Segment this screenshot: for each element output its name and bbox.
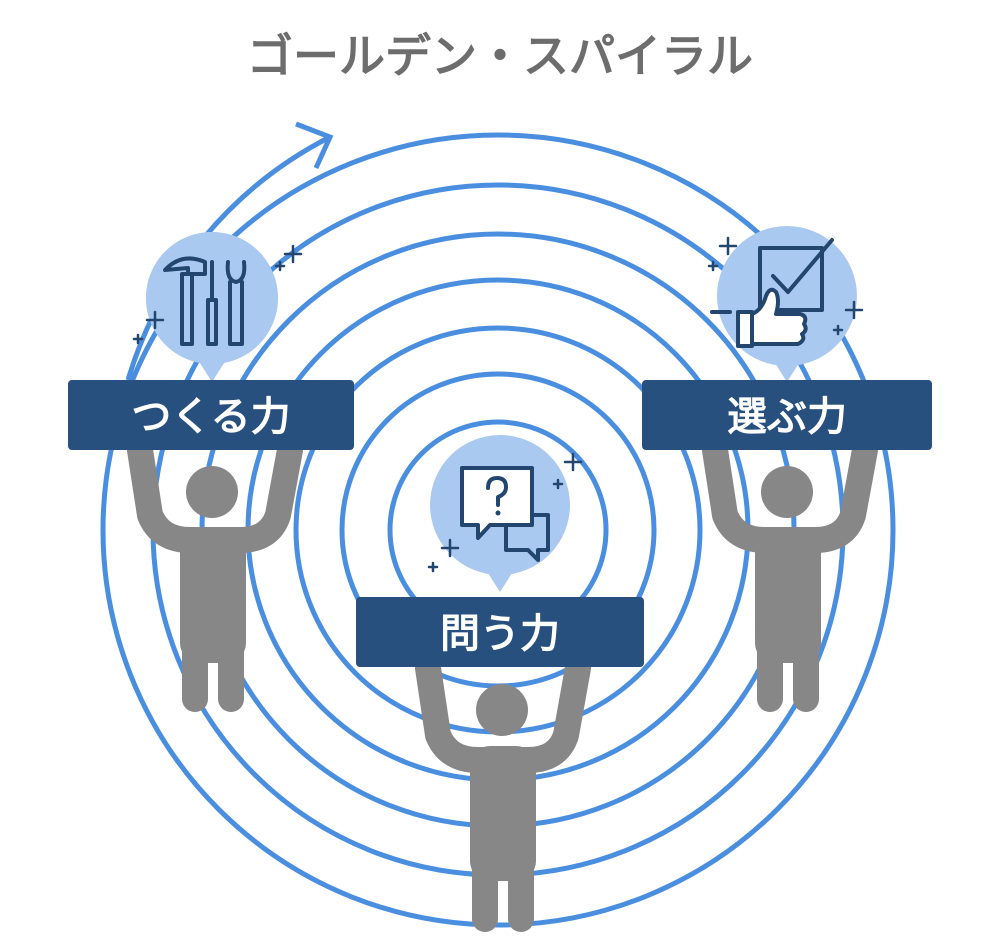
question-chat-icon: [460, 466, 550, 562]
person-head: [761, 466, 813, 518]
person-left-leg: [182, 620, 208, 712]
person-left-leg: [472, 840, 498, 932]
checkbox-thumbsup-icon: [710, 238, 834, 348]
role-label-box: [356, 597, 644, 667]
sparkle-icon: [844, 300, 864, 320]
diagram-title: ゴールデン・スパイラル: [247, 29, 753, 83]
sparkle-icon: [440, 538, 460, 558]
role-erabu: 選ぶ力: [642, 226, 932, 712]
sparkle-icon: [832, 324, 844, 336]
role-label: 問う力: [440, 611, 560, 657]
person-right-leg: [793, 620, 819, 712]
role-label: つくる力: [131, 394, 290, 440]
person-left-leg: [757, 620, 783, 712]
sparkle-icon: [552, 478, 564, 490]
sparkle-icon: [718, 236, 738, 256]
sparkle-icon: [563, 452, 583, 472]
icon-bubble-tail: [486, 570, 514, 592]
sparkle-icon: [707, 260, 719, 272]
sparkle-icon: [132, 333, 144, 345]
role-label-box: [68, 380, 354, 450]
person-head: [476, 684, 528, 736]
sparkle-icon: [274, 260, 286, 272]
sparkle-icon: [145, 310, 165, 330]
icon-bubble-tail: [773, 360, 801, 382]
sparkle-icon: [283, 244, 303, 264]
spiral-ring-1: [100, 132, 896, 928]
role-label: 選ぶ力: [727, 394, 847, 440]
role-tou: 問う力: [356, 435, 644, 932]
person-head: [186, 466, 238, 518]
tools-icon: [163, 256, 247, 346]
sparkle-icon: [427, 561, 439, 573]
role-tsukuru: つくる力: [68, 232, 354, 712]
role-label-box: [642, 380, 932, 450]
person-right-leg: [218, 620, 244, 712]
spiral-arrowhead-icon: [295, 121, 334, 170]
person-right-leg: [508, 840, 534, 932]
icon-bubble-tail: [198, 360, 226, 382]
